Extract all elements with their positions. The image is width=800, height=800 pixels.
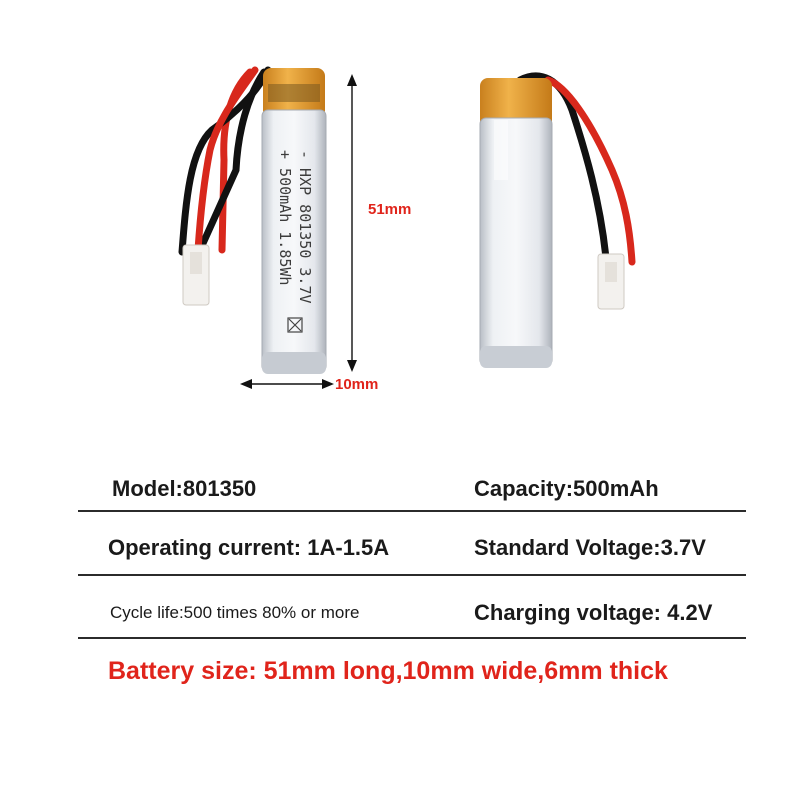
battery-size-text: Battery size: 51mm long,10mm wide,6mm th… (108, 657, 668, 685)
certification-marks (287, 317, 303, 333)
spec-cycle-life: Cycle life:500 times 80% or more (110, 603, 360, 622)
spec-divider-2 (78, 574, 746, 576)
spec-capacity: Capacity:500mAh (474, 476, 659, 501)
spec-model: Model:801350 (112, 476, 257, 501)
spec-standard-voltage: Standard Voltage:3.7V (474, 535, 706, 560)
cell-print-line-2: + 500mAh 1.85Wh (276, 150, 294, 285)
cell-print: - HXP 801350 3.7V + 500mAh 1.85Wh (276, 150, 314, 304)
spec-divider-3 (78, 637, 746, 639)
spec-charging-voltage: Charging voltage: 4.2V (474, 600, 713, 625)
front-battery-cell: - HXP 801350 3.7V + 500mAh 1.85Wh (178, 66, 327, 374)
spec-divider-1 (78, 510, 746, 512)
back-battery-cell (479, 72, 636, 368)
product-photo: - HXP 801350 3.7V + 500mAh 1.85Wh (178, 66, 636, 389)
width-dimension-arrow (240, 379, 334, 389)
cell-print-line-1: - HXP 801350 3.7V (296, 150, 314, 304)
product-photo-area: - HXP 801350 3.7V + 500mAh 1.85Wh (178, 66, 636, 393)
length-dimension-arrow (347, 74, 357, 372)
width-label: 10mm (335, 376, 379, 393)
spec-operating-current: Operating current: 1A-1.5A (108, 535, 390, 560)
length-label: 51mm (368, 201, 412, 218)
